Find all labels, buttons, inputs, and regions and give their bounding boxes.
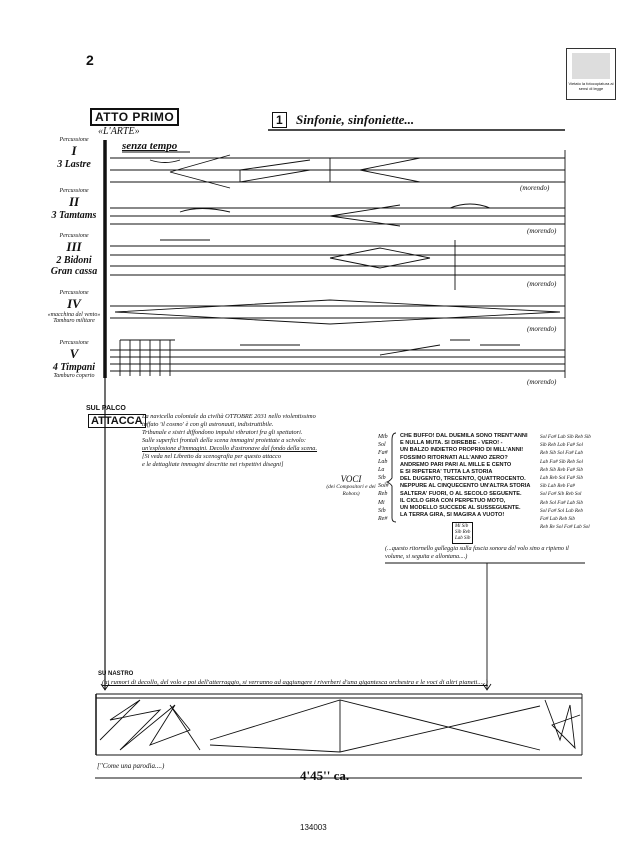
instrument-number: I bbox=[71, 143, 77, 158]
instrument-perc-4: Percussione IV «macchina del vento» Tamb… bbox=[44, 290, 104, 324]
instrument-name: Gran cassa bbox=[50, 266, 98, 277]
lyric-line: ANDREMO PARI PARI AL MILLE E CENTO bbox=[400, 461, 512, 468]
lyric-line: UN BALZO INDIETRO PROPRIO DI MILL'ANNI! bbox=[400, 447, 524, 454]
pitch: Reb bbox=[378, 491, 388, 498]
stage-directions: La navicella coloniale da civiltà OTTOBR… bbox=[142, 413, 372, 469]
catalog-number: 134003 bbox=[300, 823, 327, 832]
stage-direction-line: e le dettagliate immagini descritte nei … bbox=[142, 461, 284, 468]
dynamic-morendo: (morendo) bbox=[527, 280, 557, 288]
copyright-logo: Vietato la fotocopiatura ai sensi di leg… bbox=[566, 48, 616, 100]
parodia-note: [''Come una parodia....) bbox=[97, 762, 165, 770]
sul-palco-label: SUL PALCO bbox=[86, 405, 126, 412]
instrument-number: V bbox=[69, 346, 79, 361]
lyric-line: E NULLA MUTA. SI DIREBBE - VERO! - bbox=[400, 440, 503, 447]
instrument-name: «macchina del vento» bbox=[47, 312, 101, 318]
instrument-name: 2 Bidoni bbox=[56, 255, 92, 266]
pitch-list: Mib Sol Fa# Lab La Sib Sol# Reb Mi Sib R… bbox=[378, 433, 389, 523]
tempo-marking: senza tempo bbox=[122, 140, 178, 152]
ritornello-note: (...questo ritornello galleggia sulla fa… bbox=[385, 545, 569, 560]
pitch: Re# bbox=[378, 516, 388, 523]
pitch-box-row: Lab Sib bbox=[455, 536, 471, 541]
stage-direction-line: [Si veda nel Libretto da scenografia per… bbox=[142, 453, 281, 460]
instrument-name: Tamburo militare bbox=[53, 318, 95, 324]
pitch: Sib bbox=[378, 507, 386, 514]
lyric-line: CHE BUFFO! DAL DUEMILA SONO TRENT'ANNI bbox=[400, 433, 528, 439]
lyric-line: NEPPURE AL CINQUECENTO UN'ALTRA STORIA bbox=[400, 483, 531, 490]
voices-detail: (dei Compositori e dei Robots) bbox=[326, 484, 376, 497]
stage-direction-line: tuffato 'il cosmo' è con gli astronauti,… bbox=[142, 421, 274, 428]
instrument-group: Percussione bbox=[59, 340, 89, 346]
lyrics: CHE BUFFO! DAL DUEMILA SONO TRENT'ANNI E… bbox=[400, 433, 530, 519]
dynamic-morendo: (morendo) bbox=[520, 184, 550, 192]
stage-direction-line: Tribunale e sistri diffondono impulsi vi… bbox=[142, 429, 303, 436]
pitch-grid-row: Reb Sol Fa# Lab Sib bbox=[540, 499, 583, 506]
voices-title: VOCI bbox=[340, 474, 362, 484]
pitch-grid-row: Lab Fa# Sib Reb Sol bbox=[540, 458, 583, 465]
lyric-line: IL CICLO GIRA CON PERPETUO MOTO, bbox=[400, 497, 506, 504]
lyric-line: FOSSIMO RITORNATI ALL'ANNO ZERO? bbox=[400, 454, 508, 461]
pitch-box: Mi Sib Sib Reb Lab Sib bbox=[452, 522, 474, 544]
pitch-grid: Sol Fa# Lab Sib Reb Sib Sib Reb Lab Fa# … bbox=[540, 433, 591, 531]
lyric-line: LA TERRA GIRA, SI MAGIRA A VUOTO! bbox=[400, 512, 505, 519]
pitch-grid-row: Reb Sib Reb Fa# Sib bbox=[540, 466, 583, 473]
dynamic-morendo: (morendo) bbox=[527, 325, 557, 333]
pitch-grid-row: Reb Re Sol Fa# Lab Sol bbox=[540, 524, 590, 531]
lyric-line: UN MODELLO SUCCEDE AL SUSSEGUENTE. bbox=[400, 505, 521, 512]
instrument-name: 3 Lastre bbox=[57, 159, 91, 170]
dynamic-morendo: (morendo) bbox=[527, 378, 557, 386]
instrument-perc-1: Percussione I 3 Lastre bbox=[44, 137, 104, 170]
pitch-grid-row: Fa# Lab Reb Sib bbox=[540, 516, 576, 523]
pitch: Mib bbox=[378, 434, 388, 440]
instrument-perc-2: Percussione II 3 Tamtams bbox=[44, 188, 104, 221]
pitch-grid-row: Reb Sib Sol Fa# Lab bbox=[540, 450, 583, 457]
pitch-grid-row: Lab Reb Sol Fa# Sib bbox=[540, 475, 583, 482]
instrument-group: Percussione bbox=[59, 188, 89, 194]
duration: 4'45'' ca. bbox=[300, 768, 350, 783]
lyric-line: DEL DUGENTO, TRECENTO, QUATTROCENTO. bbox=[400, 476, 526, 483]
pitch-grid-row: Sol Fa# Sol Lab Reb bbox=[540, 507, 583, 514]
pitch: Fa# bbox=[378, 450, 388, 457]
pitch-grid-row: Sol Fa# Lab Sib Reb Sib bbox=[540, 434, 591, 440]
instrument-name: 4 Timpani bbox=[52, 362, 96, 373]
instrument-group: Percussione bbox=[59, 290, 89, 296]
instrument-number: IV bbox=[67, 296, 81, 311]
tape-description: (ai rumori di decollo, del volo e poi de… bbox=[102, 679, 488, 686]
lyric-line: E SI RIPETERA' TUTTA LA STORIA bbox=[400, 469, 493, 476]
stage-direction-line: Sulle superfici frontali della scena imm… bbox=[142, 437, 306, 444]
stage-direction-line: La navicella coloniale da civiltà OTTOBR… bbox=[142, 413, 316, 420]
pitch-box-row: Sib Reb bbox=[455, 530, 471, 535]
pitch: Lab bbox=[378, 458, 388, 465]
logo-text: Vietato la fotocopiatura ai sensi di leg… bbox=[568, 81, 614, 91]
act-subtitle: «L'ARTE» bbox=[98, 126, 140, 137]
pitch-box-row: Mi Sib bbox=[455, 524, 469, 529]
section-number: 1 bbox=[272, 112, 287, 128]
pitch-grid-row: Sol Fa# Sib Reb Sol bbox=[540, 491, 582, 498]
pitch-grid-row: Sib Lab Reb Fa# bbox=[540, 483, 576, 490]
instrument-group: Percussione bbox=[59, 233, 89, 239]
instrument-name: Tamburo coperto bbox=[53, 373, 95, 379]
pitch: Sol bbox=[378, 442, 386, 449]
pitch: Sol# bbox=[378, 483, 389, 490]
instrument-name: 3 Tamtams bbox=[51, 210, 97, 221]
instrument-perc-3: Percussione III 2 Bidoni Gran cassa bbox=[44, 233, 104, 277]
instrument-number: II bbox=[68, 194, 80, 209]
no-photocopy-icon bbox=[572, 53, 610, 79]
instrument-perc-5: Percussione V 4 Timpani Tamburo coperto bbox=[44, 340, 104, 379]
section-title: Sinfonie, sinfoniette... bbox=[296, 112, 415, 127]
pitch: Sib bbox=[378, 475, 386, 482]
pitch-grid-row: Sib Reb Lab Fa# Sol bbox=[540, 442, 583, 449]
stage-direction-line: un'esplosione d'immagini. Decollo d'astr… bbox=[142, 445, 318, 452]
voices-label: VOCI (dei Compositori e dei Robots) bbox=[326, 474, 376, 498]
tape-label: SU NASTRO bbox=[98, 671, 134, 677]
page-number: 2 bbox=[86, 52, 94, 68]
pitch: La bbox=[378, 466, 385, 473]
act-title: ATTO PRIMO bbox=[90, 108, 180, 126]
lyric-line: SALTERA' FUORI, O AL SECOLO SEGUENTE. bbox=[400, 490, 522, 497]
attacca-label: ATTACCA bbox=[88, 414, 146, 428]
instrument-group: Percussione bbox=[59, 137, 89, 143]
instrument-number: III bbox=[66, 239, 82, 254]
dynamic-morendo: (morendo) bbox=[527, 227, 557, 235]
pitch: Mi bbox=[378, 499, 385, 506]
